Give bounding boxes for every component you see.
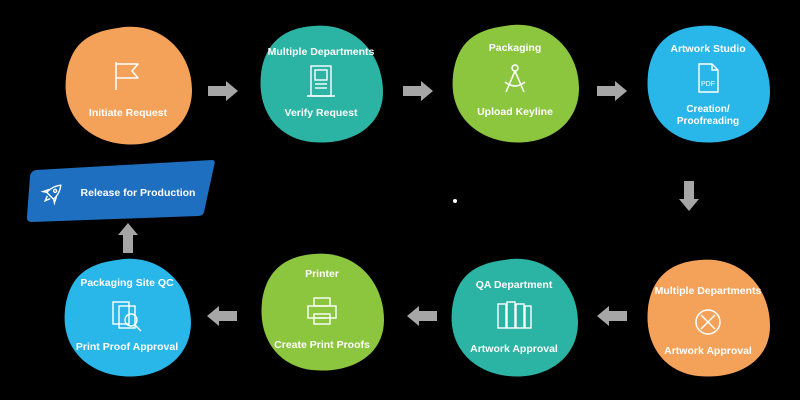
inspect-documents-icon [112, 301, 142, 332]
document-tower-icon [307, 65, 335, 97]
pdf-file-icon: PDF [698, 63, 719, 93]
flow-arrow [407, 306, 437, 326]
step-creation-proofreading: Artwork Studio PDF Creation/ Proofreadin… [647, 25, 770, 143]
step-label: Create Print Proofs [274, 339, 370, 351]
flow-arrow [118, 223, 138, 253]
rocket-icon [40, 184, 62, 206]
step-label: Artwork Approval [470, 343, 558, 355]
step-label: Upload Keyline [477, 106, 553, 118]
step-create-print-proofs: Printer Create Print Proofs [261, 253, 384, 371]
step-label-line2: Proofreading [677, 116, 739, 127]
step-label: Initiate Request [89, 107, 168, 119]
step-label: Artwork Approval [664, 345, 752, 357]
flow-arrow [679, 181, 699, 211]
release-label: Release for Production [81, 187, 196, 199]
circle-x-icon [695, 309, 721, 335]
svg-text:PDF: PDF [701, 81, 715, 88]
flow-arrow [208, 81, 238, 101]
step-title: QA Department [476, 279, 553, 291]
step-upload-keyline: Packaging Upload Keyline [452, 24, 579, 143]
step-title: Multiple Departments [268, 46, 375, 58]
flow-arrow [403, 81, 433, 101]
flow-arrow [207, 306, 237, 326]
flow-arrow [597, 306, 627, 326]
step-title: Printer [305, 268, 339, 280]
step-label: Print Proof Approval [76, 341, 178, 353]
step-title: Packaging [489, 42, 542, 54]
step-title: Packaging Site QC [80, 277, 174, 289]
step-label: Creation/ [686, 104, 730, 115]
flow-arrow [597, 81, 627, 101]
printer-icon [307, 297, 337, 325]
step-title: Multiple Departments [655, 285, 762, 297]
compass-icon [504, 64, 526, 93]
step-artwork-approval-multi: Multiple Departments Artwork Approval [647, 259, 770, 377]
flag-icon [115, 62, 139, 90]
step-print-proof-approval: Packaging Site QC Print Proof Approval [64, 258, 191, 377]
center-dot [453, 199, 457, 203]
step-label: Verify Request [285, 107, 358, 119]
step-artwork-approval-qa: QA Department Artwork Approval [451, 258, 578, 377]
step-verify-request: Multiple Departments Verify Request [260, 25, 383, 143]
binders-icon [497, 301, 532, 329]
step-initiate-request: Initiate Request [65, 26, 192, 145]
step-title: Artwork Studio [670, 43, 745, 55]
release-for-production: Release for Production [26, 160, 215, 222]
